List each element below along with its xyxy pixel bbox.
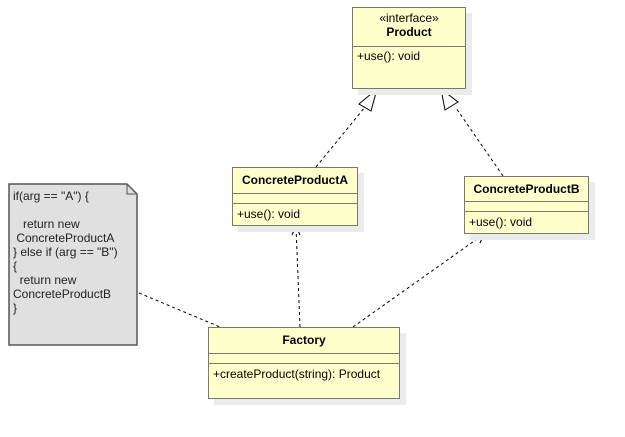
operation: +use(): void xyxy=(357,49,421,63)
realization-line-b xyxy=(455,107,504,177)
class-header: Factory xyxy=(209,328,399,353)
note-text: if(arg == "A") { return new ConcreteProd… xyxy=(13,189,118,315)
note-anchor-line xyxy=(138,292,221,328)
note-fold-corner xyxy=(126,184,137,195)
operation: +createProduct(string): Product xyxy=(213,367,381,381)
operation: +use(): void xyxy=(237,207,301,221)
realization-arrowhead-a xyxy=(358,87,378,112)
realization-arrowhead-b xyxy=(440,87,459,111)
operations-section: +use(): void xyxy=(233,203,357,225)
dependency-arrowhead-a xyxy=(291,224,301,236)
operations-section: +createProduct(string): Product xyxy=(209,363,399,398)
class-header: ConcreteProductA xyxy=(233,168,357,193)
note-shape xyxy=(8,183,138,346)
class-product[interactable]: «interface» Product +use(): void xyxy=(352,7,466,89)
attributes-section xyxy=(209,353,399,363)
dependency-line-b xyxy=(352,233,485,328)
class-header: «interface» Product xyxy=(353,8,465,46)
operations-section: +use(): void xyxy=(465,211,588,233)
class-concrete-product-a[interactable]: ConcreteProductA +use(): void xyxy=(232,167,358,226)
operations-section: +use(): void xyxy=(353,46,465,87)
attributes-section xyxy=(233,193,357,203)
class-name: Factory xyxy=(282,333,326,347)
attributes-section xyxy=(465,201,588,211)
class-name: ConcreteProductB xyxy=(473,182,580,196)
class-header: ConcreteProductB xyxy=(465,177,588,201)
class-name: ConcreteProductA xyxy=(241,173,348,187)
class-name: Product xyxy=(386,25,432,39)
realization-line-a xyxy=(315,106,366,168)
dependency-line-a xyxy=(295,226,301,328)
dependency-arrowhead-b xyxy=(473,233,485,244)
class-concrete-product-b[interactable]: ConcreteProductB +use(): void xyxy=(464,176,589,234)
stereotype-label: «interface» xyxy=(379,11,439,25)
code-note[interactable]: if(arg == "A") { return new ConcreteProd… xyxy=(8,183,138,346)
class-factory[interactable]: Factory +createProduct(string): Product xyxy=(208,327,400,399)
operation: +use(): void xyxy=(469,215,533,229)
